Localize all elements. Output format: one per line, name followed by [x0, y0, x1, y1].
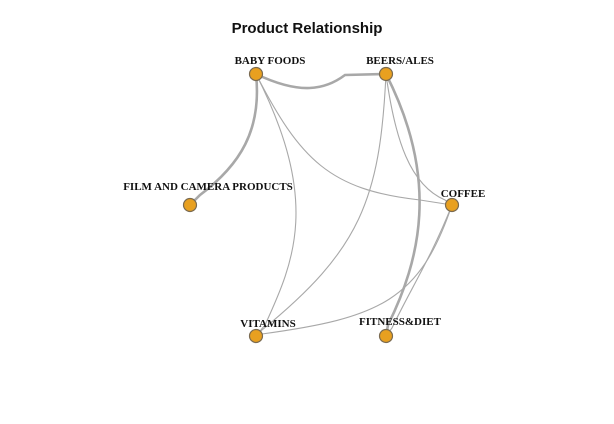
- node-label-fitness: FITNESS&DIET: [359, 316, 442, 328]
- edge-baby-beers: [254, 72, 388, 90]
- node-label-beers: BEERS/ALES: [366, 55, 434, 67]
- edge-baby-film: [188, 72, 259, 207]
- node-film[interactable]: [182, 197, 198, 213]
- node-beers[interactable]: [378, 66, 394, 82]
- node-label-coffee: COFFEE: [441, 188, 486, 200]
- edge-beers-vitamins: [255, 73, 387, 337]
- edge-baby-coffee: [255, 73, 453, 206]
- node-fitness[interactable]: [378, 328, 394, 344]
- edge-layer: [188, 72, 453, 338]
- edge-beers-fitness: [384, 72, 421, 338]
- node-baby[interactable]: [248, 66, 264, 82]
- edge-coffee-fitness: [385, 204, 453, 337]
- chart-title: Product Relationship: [231, 20, 383, 37]
- edge-beers-coffee: [385, 73, 453, 206]
- node-label-vitamins: VITAMINS: [240, 318, 295, 330]
- node-coffee[interactable]: [444, 197, 460, 213]
- node-layer: BABY FOODS BEERS/ALES FILM AND CAMERA PROD…: [123, 55, 486, 344]
- node-label-baby: BABY FOODS: [235, 55, 306, 67]
- node-vitamins[interactable]: [248, 328, 264, 344]
- node-label-film: FILM AND CAMERA PRODUCTS: [123, 181, 293, 193]
- edge-coffee-vitamins: [255, 204, 453, 337]
- edge-baby-vitamins: [255, 73, 297, 337]
